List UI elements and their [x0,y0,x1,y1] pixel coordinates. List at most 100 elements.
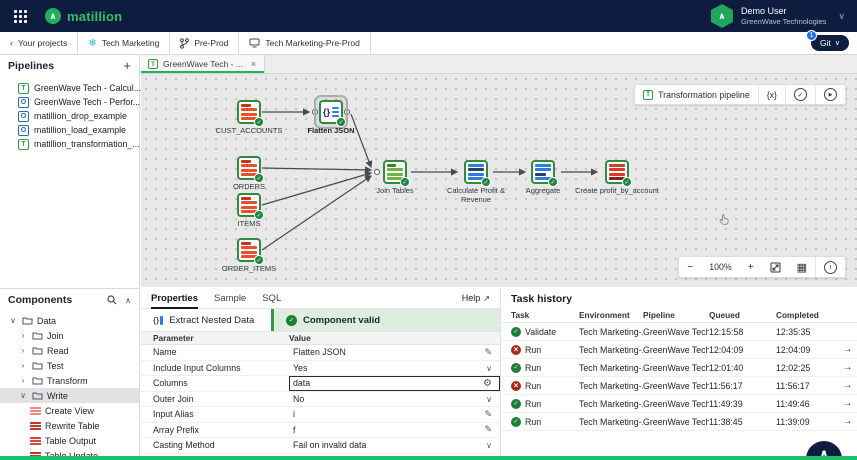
git-button[interactable]: Git ∨ [811,35,849,51]
task-details-arrow-icon[interactable]: → [842,362,853,373]
tree-folder-test[interactable]: › Test [0,358,139,373]
canvas-tab-active[interactable]: T GreenWave Tech - ... × [141,55,266,73]
pipeline-item[interactable]: O matillion_load_example [0,123,139,137]
task-row[interactable]: Run Tech Marketing-... GreenWave Tech...… [501,377,857,395]
pipeline-item[interactable]: O GreenWave Tech - Perfor... [0,95,140,109]
tree-folder-data[interactable]: ∨ Data [0,313,139,328]
task-completed: 12:04:09 [776,344,811,355]
search-icon[interactable] [107,295,117,305]
success-icon [511,326,521,337]
column-environment: Environment [579,310,630,320]
valid-check-icon: ✓ [548,177,558,187]
validate-icon: ✓ [794,88,807,101]
node-orders[interactable]: ✓ ORDERS [233,156,265,191]
task-details-arrow-icon[interactable]: → [842,416,853,427]
node-create-profit-by-account[interactable]: ✓ Create profit_by_account [575,160,659,195]
tab-sql[interactable]: SQL [262,292,282,304]
fit-to-screen-icon[interactable] [762,257,789,277]
task-row[interactable]: Validate Tech Marketing-... GreenWave Te… [501,323,857,341]
tree-label: Test [47,360,64,371]
zoom-in-button[interactable]: + [747,261,754,273]
task-row[interactable]: Run Tech Marketing-... GreenWave Tech...… [501,395,857,413]
canvas-info-icon[interactable]: i [815,257,845,277]
back-to-projects-button[interactable]: ‹ Your projects [0,32,79,54]
toggle-grid-icon[interactable]: ▦ [796,261,807,274]
user-menu[interactable]: ∧ Demo User GreenWave Technologies ∨ [710,4,845,28]
tree-folder-join[interactable]: › Join [0,328,139,343]
component-table-output[interactable]: Table Output [0,433,139,448]
task-row[interactable]: Run Tech Marketing-... GreenWave Tech...… [501,341,857,359]
app-launcher-icon[interactable] [14,9,27,23]
param-row-casting-method[interactable]: Casting Method Fail on invalid data [141,438,500,454]
task-queued: 11:56:17 [709,380,743,391]
pipeline-item[interactable]: T matillion_transformation_... [0,137,140,151]
task-details-arrow-icon[interactable]: → [842,398,853,409]
task-details-arrow-icon[interactable]: → [842,380,853,391]
chevron-right-icon: › [21,376,25,385]
tab-sample[interactable]: Sample [214,292,247,304]
matillion-logo[interactable]: ∧ matillion [45,8,122,24]
node-calculate-profit-revenue[interactable]: ✓ Calculate Profit & Revenue [447,160,505,203]
task-pipeline: GreenWave Tech... [643,398,709,409]
node-items[interactable]: ✓ ITEMS [237,193,264,228]
close-icon[interactable]: × [250,59,257,69]
param-row-array-prefix[interactable]: Array Prefix f [141,423,500,438]
tree-folder-read[interactable]: › Read [0,343,139,358]
zoom-out-button[interactable]: − [687,261,694,273]
help-label: Help [461,293,481,303]
task-row[interactable]: Run Tech Marketing-... GreenWave Tech...… [501,359,857,377]
collapse-panel-icon[interactable]: ∧ [125,295,131,305]
run-pipeline-button[interactable]: ▶ [815,85,845,104]
gear-icon[interactable] [483,378,492,389]
add-pipeline-button[interactable]: + [123,58,131,73]
task-completed: 11:39:09 [776,416,810,427]
edit-icon[interactable] [484,424,492,435]
chevron-down-icon[interactable] [486,363,492,373]
param-row-columns[interactable]: Columns data [141,376,500,392]
tree-folder-write[interactable]: ∨ Write [0,388,139,403]
param-row-outer-join[interactable]: Outer Join No [141,392,500,407]
tree-folder-transform[interactable]: › Transform [0,373,139,388]
tab-branch-pre-prod[interactable]: Pre-Prod [170,32,240,54]
node-aggregate[interactable]: ✓ Aggregate [526,160,560,195]
node-cust-accounts[interactable]: ✓ CUST_ACCOUNTS [216,100,282,135]
task-history-panel: Task history Task Environment Pipeline Q… [501,288,857,460]
param-value: No [293,393,305,404]
tab-project-tech-marketing[interactable]: ❄ Tech Marketing [78,32,171,54]
param-row-include-input-columns[interactable]: Include Input Columns Yes [141,361,500,376]
param-row-input-alias[interactable]: Input Alias i [141,407,500,423]
node-join-tables[interactable]: ✓ Join Tables [376,160,414,195]
pipeline-canvas[interactable]: ✓ CUST_ACCOUNTS {} ✓ Flatten JSON ✓ ORDE [141,74,857,287]
task-row[interactable]: Run Tech Marketing-... GreenWave Tech...… [501,413,857,431]
task-environment: Tech Marketing-... [579,380,643,391]
task-details-arrow-icon[interactable]: → [842,344,853,355]
chevron-down-icon[interactable] [486,440,492,450]
column-queued: Queued [709,310,740,320]
validate-pipeline-button[interactable]: ✓ [785,85,815,104]
table-icon: ✓ [237,238,264,265]
help-link[interactable]: Help ↗ [462,288,490,308]
tree-label: Transform [47,375,88,386]
properties-tab-bar: Properties Sample SQL Help ↗ [141,288,500,309]
tab-properties[interactable]: Properties [151,288,198,309]
node-order-items[interactable]: ✓ ORDER_ITEMS [222,238,276,273]
param-value: f [293,424,296,435]
tab-environment-tech-marketing-pre-prod[interactable]: Tech Marketing-Pre-Prod [239,32,371,54]
task-type: Validate [525,326,557,337]
component-rewrite-table[interactable]: Rewrite Table [0,418,139,433]
param-row-name[interactable]: Name Flatten JSON [141,345,500,361]
git-button-label: Git [820,38,831,48]
task-pipeline: GreenWave Tech... [643,380,709,391]
tab-label: Tech Marketing [101,38,160,48]
chevron-right-icon: › [21,346,25,355]
node-flatten-json[interactable]: {} ✓ Flatten JSON [307,95,355,135]
edit-icon[interactable] [484,347,492,358]
assistant-fab[interactable]: ∧ [806,441,842,460]
chevron-down-icon[interactable] [486,394,492,404]
pipeline-item[interactable]: O matillion_drop_example [0,109,139,123]
param-label: Input Alias [153,409,194,420]
edit-icon[interactable] [484,409,492,420]
variables-button[interactable]: {x} [757,85,785,104]
pipeline-item[interactable]: T GreenWave Tech - Calcul... [0,81,141,95]
component-create-view[interactable]: Create View [0,403,139,418]
